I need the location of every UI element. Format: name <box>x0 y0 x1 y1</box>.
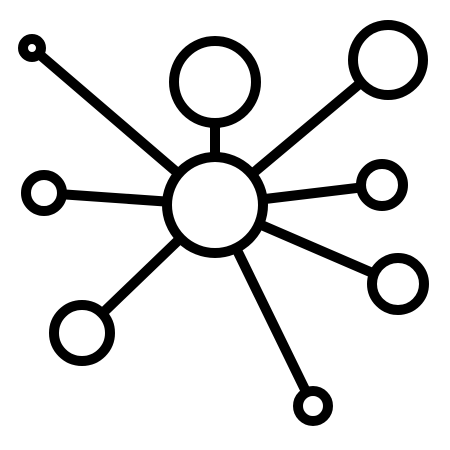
node-bottom-left <box>49 300 115 366</box>
node-left <box>21 170 67 216</box>
node-right <box>356 159 408 211</box>
node-bottom-right <box>367 253 429 315</box>
node-bottom <box>293 386 333 426</box>
node-top-right <box>348 20 428 100</box>
node-top-left <box>18 34 46 62</box>
hub-node <box>162 152 268 258</box>
node-top <box>169 36 261 128</box>
nodes <box>18 20 429 426</box>
